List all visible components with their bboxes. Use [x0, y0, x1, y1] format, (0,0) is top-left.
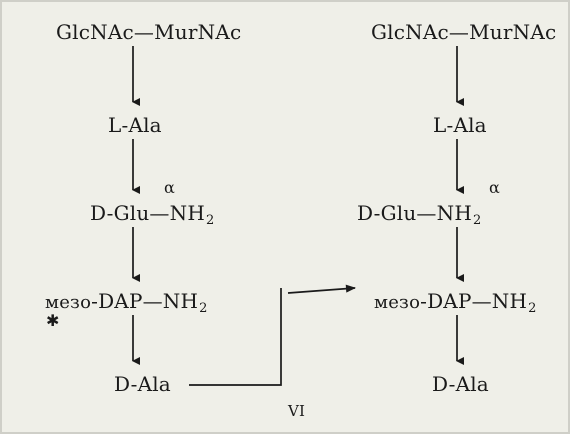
right-l-ala-text: L-Ala [433, 113, 487, 137]
right-meso-dap: мезо-DAP—NH2 [374, 291, 537, 315]
right-glcnac-murnac: GlcNAc—MurNAc [371, 22, 556, 42]
right-d-glu-alpha: α [489, 178, 500, 197]
right-glcnac-murnac-text: GlcNAc—MurNAc [371, 20, 557, 44]
left-meso-prefix: мезо [45, 292, 92, 313]
right-meso-dap-subscript: 2 [528, 301, 537, 316]
crosslink-path [189, 288, 282, 386]
left-l-ala: L-Ala [108, 115, 162, 135]
crosslink-label: VI [288, 402, 306, 420]
left-d-ala: D-Ala [114, 374, 171, 394]
left-meso-dap-subscript: 2 [199, 301, 208, 316]
right-meso-prefix: мезо [374, 292, 421, 313]
left-d-glu: D-Glu—NH2 [90, 203, 214, 227]
right-d-glu-subscript: 2 [472, 213, 482, 228]
left-glcnac-murnac: GlcNAc—MurNAc [56, 22, 241, 42]
left-d-glu-alpha: α [164, 178, 175, 197]
right-l-ala: L-Ala [433, 115, 487, 135]
right-d-glu-text: D-Glu—NH [357, 201, 472, 225]
left-d-ala-text: D-Ala [114, 372, 171, 396]
crosslink-arrow [287, 284, 356, 294]
right-d-ala-text: D-Ala [432, 372, 489, 396]
left-l-ala-text: L-Ala [108, 113, 162, 137]
left-meso-dap: мезо-DAP—NH2 [45, 291, 208, 315]
right-d-glu: D-Glu—NH2 [357, 203, 481, 227]
left-dap-mark: ✱ [46, 311, 61, 330]
right-meso-dap-text: -DAP—NH [420, 289, 528, 313]
left-meso-dap-text: -DAP—NH [91, 289, 199, 313]
left-d-glu-subscript: 2 [205, 213, 215, 228]
left-glcnac-murnac-text: GlcNAc—MurNAc [56, 20, 242, 44]
left-d-glu-text: D-Glu—NH [90, 201, 205, 225]
right-d-ala: D-Ala [432, 374, 489, 394]
